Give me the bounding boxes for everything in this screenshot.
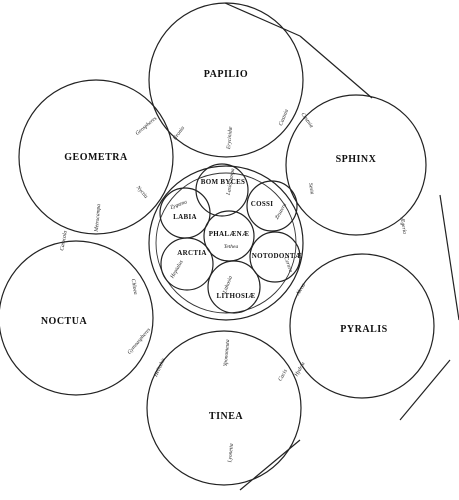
aff-papilio-right: Castnia xyxy=(278,108,290,126)
circle-arctia xyxy=(160,237,214,291)
aff-noctua-bottom-right: Heliothis xyxy=(153,357,167,379)
aff-sphinx-bottom: Ægeria xyxy=(398,216,407,235)
circle-sphinx xyxy=(285,94,427,236)
aff-labia-axis: Zygæna xyxy=(169,199,188,211)
label-phalaena: PHALÆNÆ xyxy=(209,230,250,238)
aff-bombycs-axis: Lasiocampa xyxy=(226,168,237,197)
label-sphinx: SPHINX xyxy=(336,154,377,165)
aff-tinea-top: Yponomeuta xyxy=(223,339,231,367)
aff-phalaena-axis: Tethea xyxy=(224,244,239,250)
circle-noctua xyxy=(0,240,154,396)
circle-notodontae xyxy=(249,231,301,283)
label-arctia: ARCTIA xyxy=(177,249,206,257)
aff-geometra-bottom: Metrocampa xyxy=(94,204,103,234)
enclosure-line-top-right xyxy=(224,2,301,37)
aff-tinea-right: Cacis xyxy=(277,369,288,383)
circle-tinea xyxy=(146,330,302,486)
circle-bombycs xyxy=(195,163,249,217)
label-lithosia: LITHOSIÆ xyxy=(217,292,256,300)
aff-geometra-bottom-left: Catocala xyxy=(59,230,68,251)
aff-sphinx-bottom-left: Sesia xyxy=(307,183,315,196)
aff-noctua-right: Gymnaspheres xyxy=(126,327,151,356)
circle-phalaena xyxy=(203,210,255,262)
aff-cossi-axis: Zeuzera xyxy=(274,202,288,221)
aff-papilio-bottom: Erycinidæ xyxy=(226,126,234,150)
label-bombycs: BOM BYCES xyxy=(201,178,246,186)
label-papilio: PAPILIO xyxy=(204,69,248,80)
circle-cossi xyxy=(246,180,298,232)
circle-pyralis xyxy=(289,253,435,399)
circle-geometra xyxy=(18,79,174,235)
label-tinea: TINEA xyxy=(209,411,243,422)
label-cossi: COSSI xyxy=(251,200,274,208)
circle-center-outer xyxy=(148,165,304,321)
aff-noctua-top-right: Chloea xyxy=(130,278,139,295)
aff-papilio-left: Geospheres xyxy=(135,116,159,137)
outer-enclosure xyxy=(224,2,459,491)
label-notodontae: NOTODONTÆ xyxy=(252,252,302,260)
aff-papilio-top-left: Uronia xyxy=(172,125,186,141)
label-noctua: NOCTUA xyxy=(41,316,88,327)
circle-lithosia xyxy=(207,260,261,314)
outer-circles xyxy=(0,2,435,486)
label-labia: LABIA xyxy=(173,213,197,221)
enclosure-line-right xyxy=(439,194,459,321)
aff-geometra-right: Nyctia xyxy=(134,184,149,200)
enclosure-line-right-bottom xyxy=(399,359,451,421)
label-geometra: GEOMETRA xyxy=(64,152,128,163)
aff-arctia-axis: Hepialus xyxy=(169,259,185,280)
aff-notodontae-axis: Cerura xyxy=(282,256,293,273)
circle-papilio xyxy=(148,2,304,158)
label-pyralis: PYRALIS xyxy=(340,324,387,335)
aff-tinea-bottom: Lyonetia xyxy=(227,443,235,464)
inner-circles xyxy=(159,163,301,314)
enclosure-line-right-top xyxy=(299,35,373,99)
aff-pyralis-left: Alcoa xyxy=(295,282,307,297)
circle-labia xyxy=(159,187,211,239)
enclosure-line-bottom xyxy=(239,439,301,491)
